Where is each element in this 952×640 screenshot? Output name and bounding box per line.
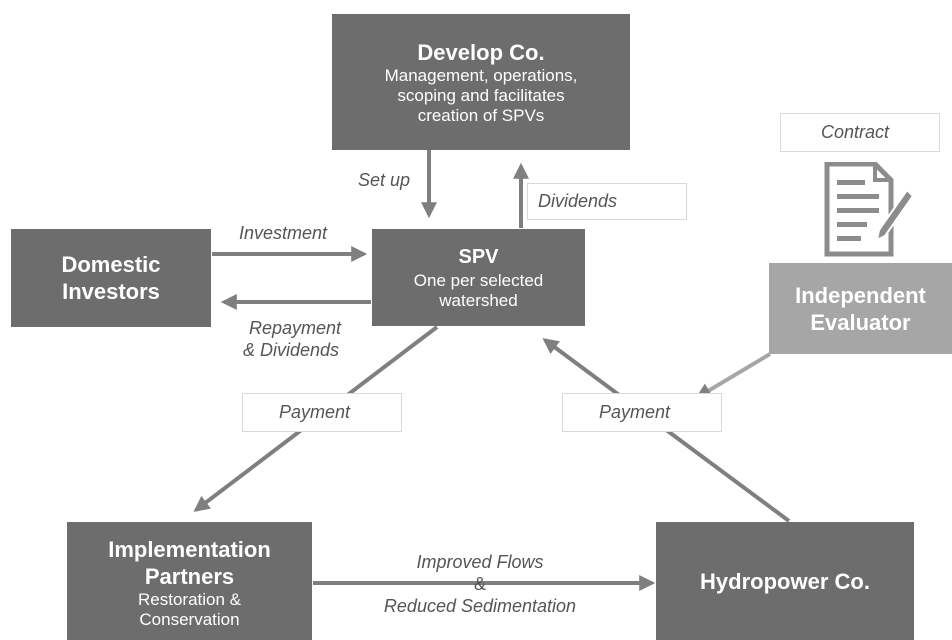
hydropower-title: Hydropower Co. [700, 568, 870, 594]
implementation-line-2: Partners [144, 564, 235, 589]
domestic-investors-box: Domestic Investors [11, 229, 211, 327]
evaluator-line-1: Independent [795, 282, 926, 308]
flows-line-2: & [473, 574, 486, 594]
develop-co-title: Develop Co. [417, 39, 545, 65]
contract-text: Contract [821, 122, 890, 142]
dividends-text: Dividends [538, 191, 618, 211]
payment-left-text: Payment [279, 402, 351, 422]
implementation-line-1: Implementation [108, 537, 271, 562]
repayment-line-1: Repayment [249, 318, 342, 338]
implementation-partners-box: Implementation Partners Restoration & Co… [67, 522, 312, 640]
payment-left-label: Payment [242, 393, 402, 432]
implementation-sub-2: Conservation [139, 610, 240, 629]
spv-line-2: watershed [439, 291, 518, 310]
hydropower-co-box: Hydropower Co. [656, 522, 914, 640]
domestic-line-2: Investors [62, 279, 160, 304]
flows-line-1: Improved Flows [416, 552, 544, 572]
set-up-label: Set up [358, 170, 411, 190]
payment-right-text: Payment [599, 402, 671, 422]
repayment-label: Repayment & Dividends [234, 317, 341, 361]
implementation-sub-1: Restoration & [138, 590, 241, 609]
investment-label: Investment [239, 223, 328, 243]
develop-co-line-2: scoping and facilitates [397, 85, 565, 105]
dividends-label: Dividends [527, 183, 687, 220]
spv-title: SPV [458, 246, 499, 268]
domestic-line-1: Domestic [61, 252, 161, 277]
document-pen-icon [824, 162, 915, 257]
spv-box: SPV One per selected watershed [372, 229, 585, 326]
evaluator-arrow [695, 352, 772, 399]
spv-line-1: One per selected [413, 271, 544, 290]
develop-co-line-1: Management, operations, [384, 65, 578, 85]
develop-co-line-3: creation of SPVs [417, 105, 545, 125]
flows-line-3: Reduced Sedimentation [383, 596, 577, 616]
independent-evaluator-box: Independent Evaluator [769, 263, 952, 354]
repayment-line-2: & Dividends [243, 340, 340, 360]
contract-label: Contract [780, 113, 940, 152]
flows-label: Improved Flows & Reduced Sedimentation [356, 551, 604, 617]
payment-right-label: Payment [562, 393, 722, 432]
develop-co-box: Develop Co. Management, operations, scop… [332, 14, 630, 150]
evaluator-line-2: Evaluator [810, 309, 911, 335]
